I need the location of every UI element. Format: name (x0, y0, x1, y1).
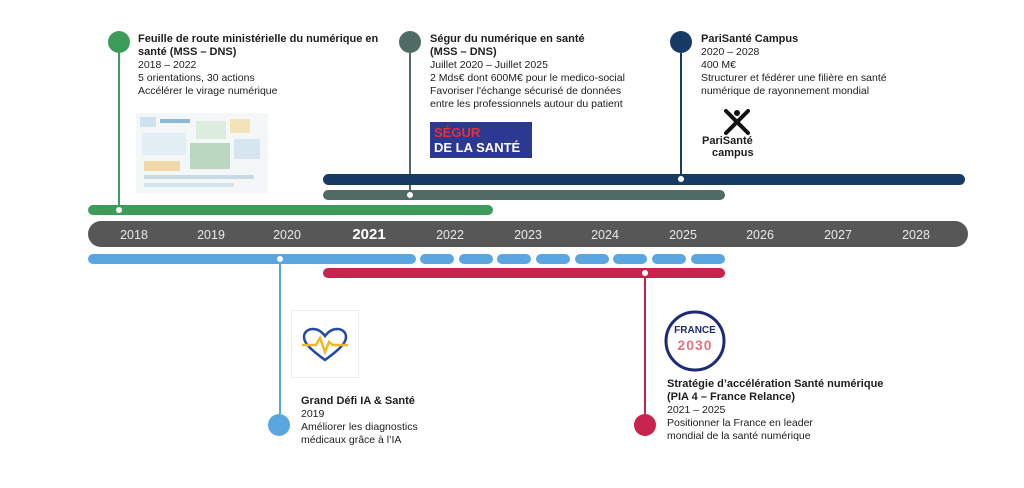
france-2030-logo-line1: FRANCE (674, 325, 716, 336)
france-2030-logo-line2: 2030 (677, 337, 713, 353)
feuille-text: Feuille de route ministérielle du numéri… (138, 33, 388, 98)
segur-period: Juillet 2020 – Juillet 2025 (430, 59, 548, 71)
parisante-period: 2020 – 2028 (701, 46, 760, 58)
france-2030-logo-ring (664, 310, 726, 372)
grand-defi-bar-segment (420, 254, 454, 264)
strategie-text: Stratégie d’accélération Santé numérique… (667, 378, 907, 443)
strategie-marker (634, 414, 656, 436)
grand-defi-connector (279, 262, 281, 414)
feuille-period: 2018 – 2022 (138, 59, 197, 71)
segur-text: Ségur du numérique en santé (MSS – DNS) … (430, 33, 690, 111)
feuille-bar (88, 205, 493, 215)
parisante-bar-pin (678, 176, 684, 182)
segur-logo-line1: SÉGUR (434, 125, 481, 140)
parisante-logo: PariSanté campus (700, 108, 780, 162)
parisante-logo-line2: campus (712, 147, 754, 159)
year-2020: 2020 (273, 228, 301, 242)
segur-logo-line2: DE LA SANTÉ (434, 140, 521, 155)
grand-defi-bar-segment (575, 254, 609, 264)
feuille-line2: Accélérer le virage numérique (138, 85, 278, 97)
feuille-document-illustration (136, 113, 268, 193)
parisante-line3: numérique de rayonnement mondial (701, 85, 870, 97)
feuille-line1: 5 orientations, 30 actions (138, 72, 255, 84)
grand-defi-bar-segment (497, 254, 531, 264)
parisante-logo-line1: PariSanté (702, 135, 753, 147)
segur-bar (323, 190, 725, 200)
segur-line2: Favoriser l'échange sécurisé de données (430, 85, 622, 97)
feuille-marker (108, 31, 130, 53)
strategie-bar (323, 268, 725, 278)
feuille-bar-pin (116, 207, 122, 213)
france-2030-logo: FRANCE 2030 (660, 310, 730, 372)
parisante-text: PariSanté Campus 2020 – 2028 400 M€ Stru… (701, 33, 941, 98)
year-2026: 2026 (746, 228, 774, 242)
grand-defi-text: Grand Défi IA & Santé 2019 Améliorer les… (301, 395, 501, 447)
feuille-title: Feuille de route ministérielle du numéri… (138, 33, 379, 58)
grand-defi-bar-pin (277, 256, 283, 262)
grand-defi-logo (291, 310, 359, 378)
year-2019: 2019 (197, 228, 225, 242)
grand-defi-marker (268, 414, 290, 436)
year-2025: 2025 (669, 228, 697, 242)
timeline-axis (88, 221, 968, 247)
grand-defi-bar-segment (613, 254, 647, 264)
parisante-line1: 400 M€ (701, 59, 737, 71)
year-2024: 2024 (591, 228, 619, 242)
parisante-title: PariSanté Campus (701, 33, 799, 45)
segur-line1: 2 Mds€ dont 600M€ pour le medico-social (430, 72, 625, 84)
parisante-logo-icon (724, 109, 750, 135)
grand-defi-line1: Améliorer les diagnostics (301, 421, 418, 433)
grand-defi-bar-segment (459, 254, 493, 264)
segur-connector (409, 53, 411, 195)
grand-defi-bar-segment (536, 254, 570, 264)
parisante-bar (323, 174, 965, 185)
year-2018: 2018 (120, 228, 148, 242)
strategie-title: Stratégie d’accélération Santé numérique… (667, 378, 884, 403)
segur-line3: entre les professionnels autour du patie… (430, 98, 623, 110)
grand-defi-bar-segment (652, 254, 686, 264)
segur-title: Ségur du numérique en santé (MSS – DNS) (430, 33, 585, 58)
segur-logo: SÉGUR DE LA SANTÉ (430, 122, 532, 158)
strategie-period: 2021 – 2025 (667, 404, 726, 416)
strategie-connector (644, 276, 646, 414)
feuille-connector (118, 53, 120, 210)
grand-defi-line2: médicaux grâce à l’IA (301, 434, 402, 446)
heart-pulse-icon (302, 327, 348, 362)
year-2021: 2021 (352, 226, 386, 243)
segur-bar-pin (407, 192, 413, 198)
year-2023: 2023 (514, 228, 542, 242)
strategie-bar-pin (642, 270, 648, 276)
parisante-line2: Structurer et fédérer une filière en san… (701, 72, 887, 84)
year-2028: 2028 (902, 228, 930, 242)
parisante-marker (670, 31, 692, 53)
grand-defi-period: 2019 (301, 408, 325, 420)
grand-defi-bar-segment (691, 254, 725, 264)
parisante-connector (680, 53, 682, 179)
grand-defi-bar (88, 254, 416, 264)
grand-defi-title: Grand Défi IA & Santé (301, 395, 415, 407)
year-2022: 2022 (436, 228, 464, 242)
strategie-line1: Positionner la France en leader (667, 417, 813, 429)
segur-marker (399, 31, 421, 53)
strategie-line2: mondial de la santé numérique (667, 430, 811, 442)
year-2027: 2027 (824, 228, 852, 242)
